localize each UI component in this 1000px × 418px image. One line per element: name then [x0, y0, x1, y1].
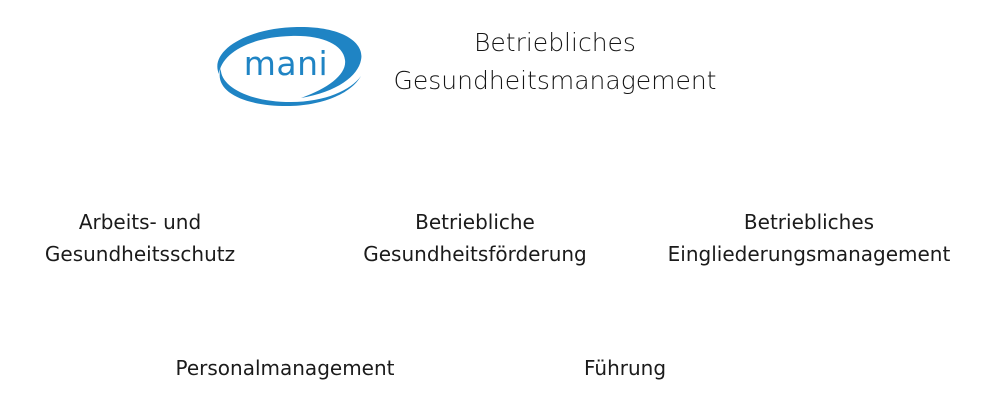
node-label-line-1: Betriebliches — [743, 210, 875, 234]
node-betriebliche-gesundheitsfoerderung: Betriebliche Gesundheitsförderung — [335, 206, 615, 270]
node-label-line-1: Betriebliche — [415, 210, 535, 234]
node-label-line-2: Gesundheitsschutz — [44, 242, 236, 266]
node-label-line-2: Gesundheitsförderung — [363, 242, 587, 266]
mani-logo: mani — [205, 22, 367, 106]
node-fuehrung: Führung — [560, 352, 690, 384]
node-betriebliches-eingliederungsmanagement: Betriebliches Eingliederungsmanagement — [650, 206, 968, 270]
diagram-title: Betriebliches Gesundheitsmanagement — [380, 24, 730, 100]
node-label-line-1: Führung — [583, 356, 667, 380]
node-personalmanagement: Personalmanagement — [155, 352, 415, 384]
title-line-2: Gesundheitsmanagement — [393, 66, 717, 95]
node-label-line-1: Arbeits- und — [78, 210, 202, 234]
logo-text: mani — [243, 44, 329, 83]
node-label-line-2: Eingliederungsmanagement — [667, 242, 951, 266]
node-label-line-1: Personalmanagement — [175, 356, 395, 380]
node-arbeits-und-gesundheitsschutz: Arbeits- und Gesundheitsschutz — [20, 206, 260, 270]
title-line-1: Betriebliches — [474, 28, 636, 57]
